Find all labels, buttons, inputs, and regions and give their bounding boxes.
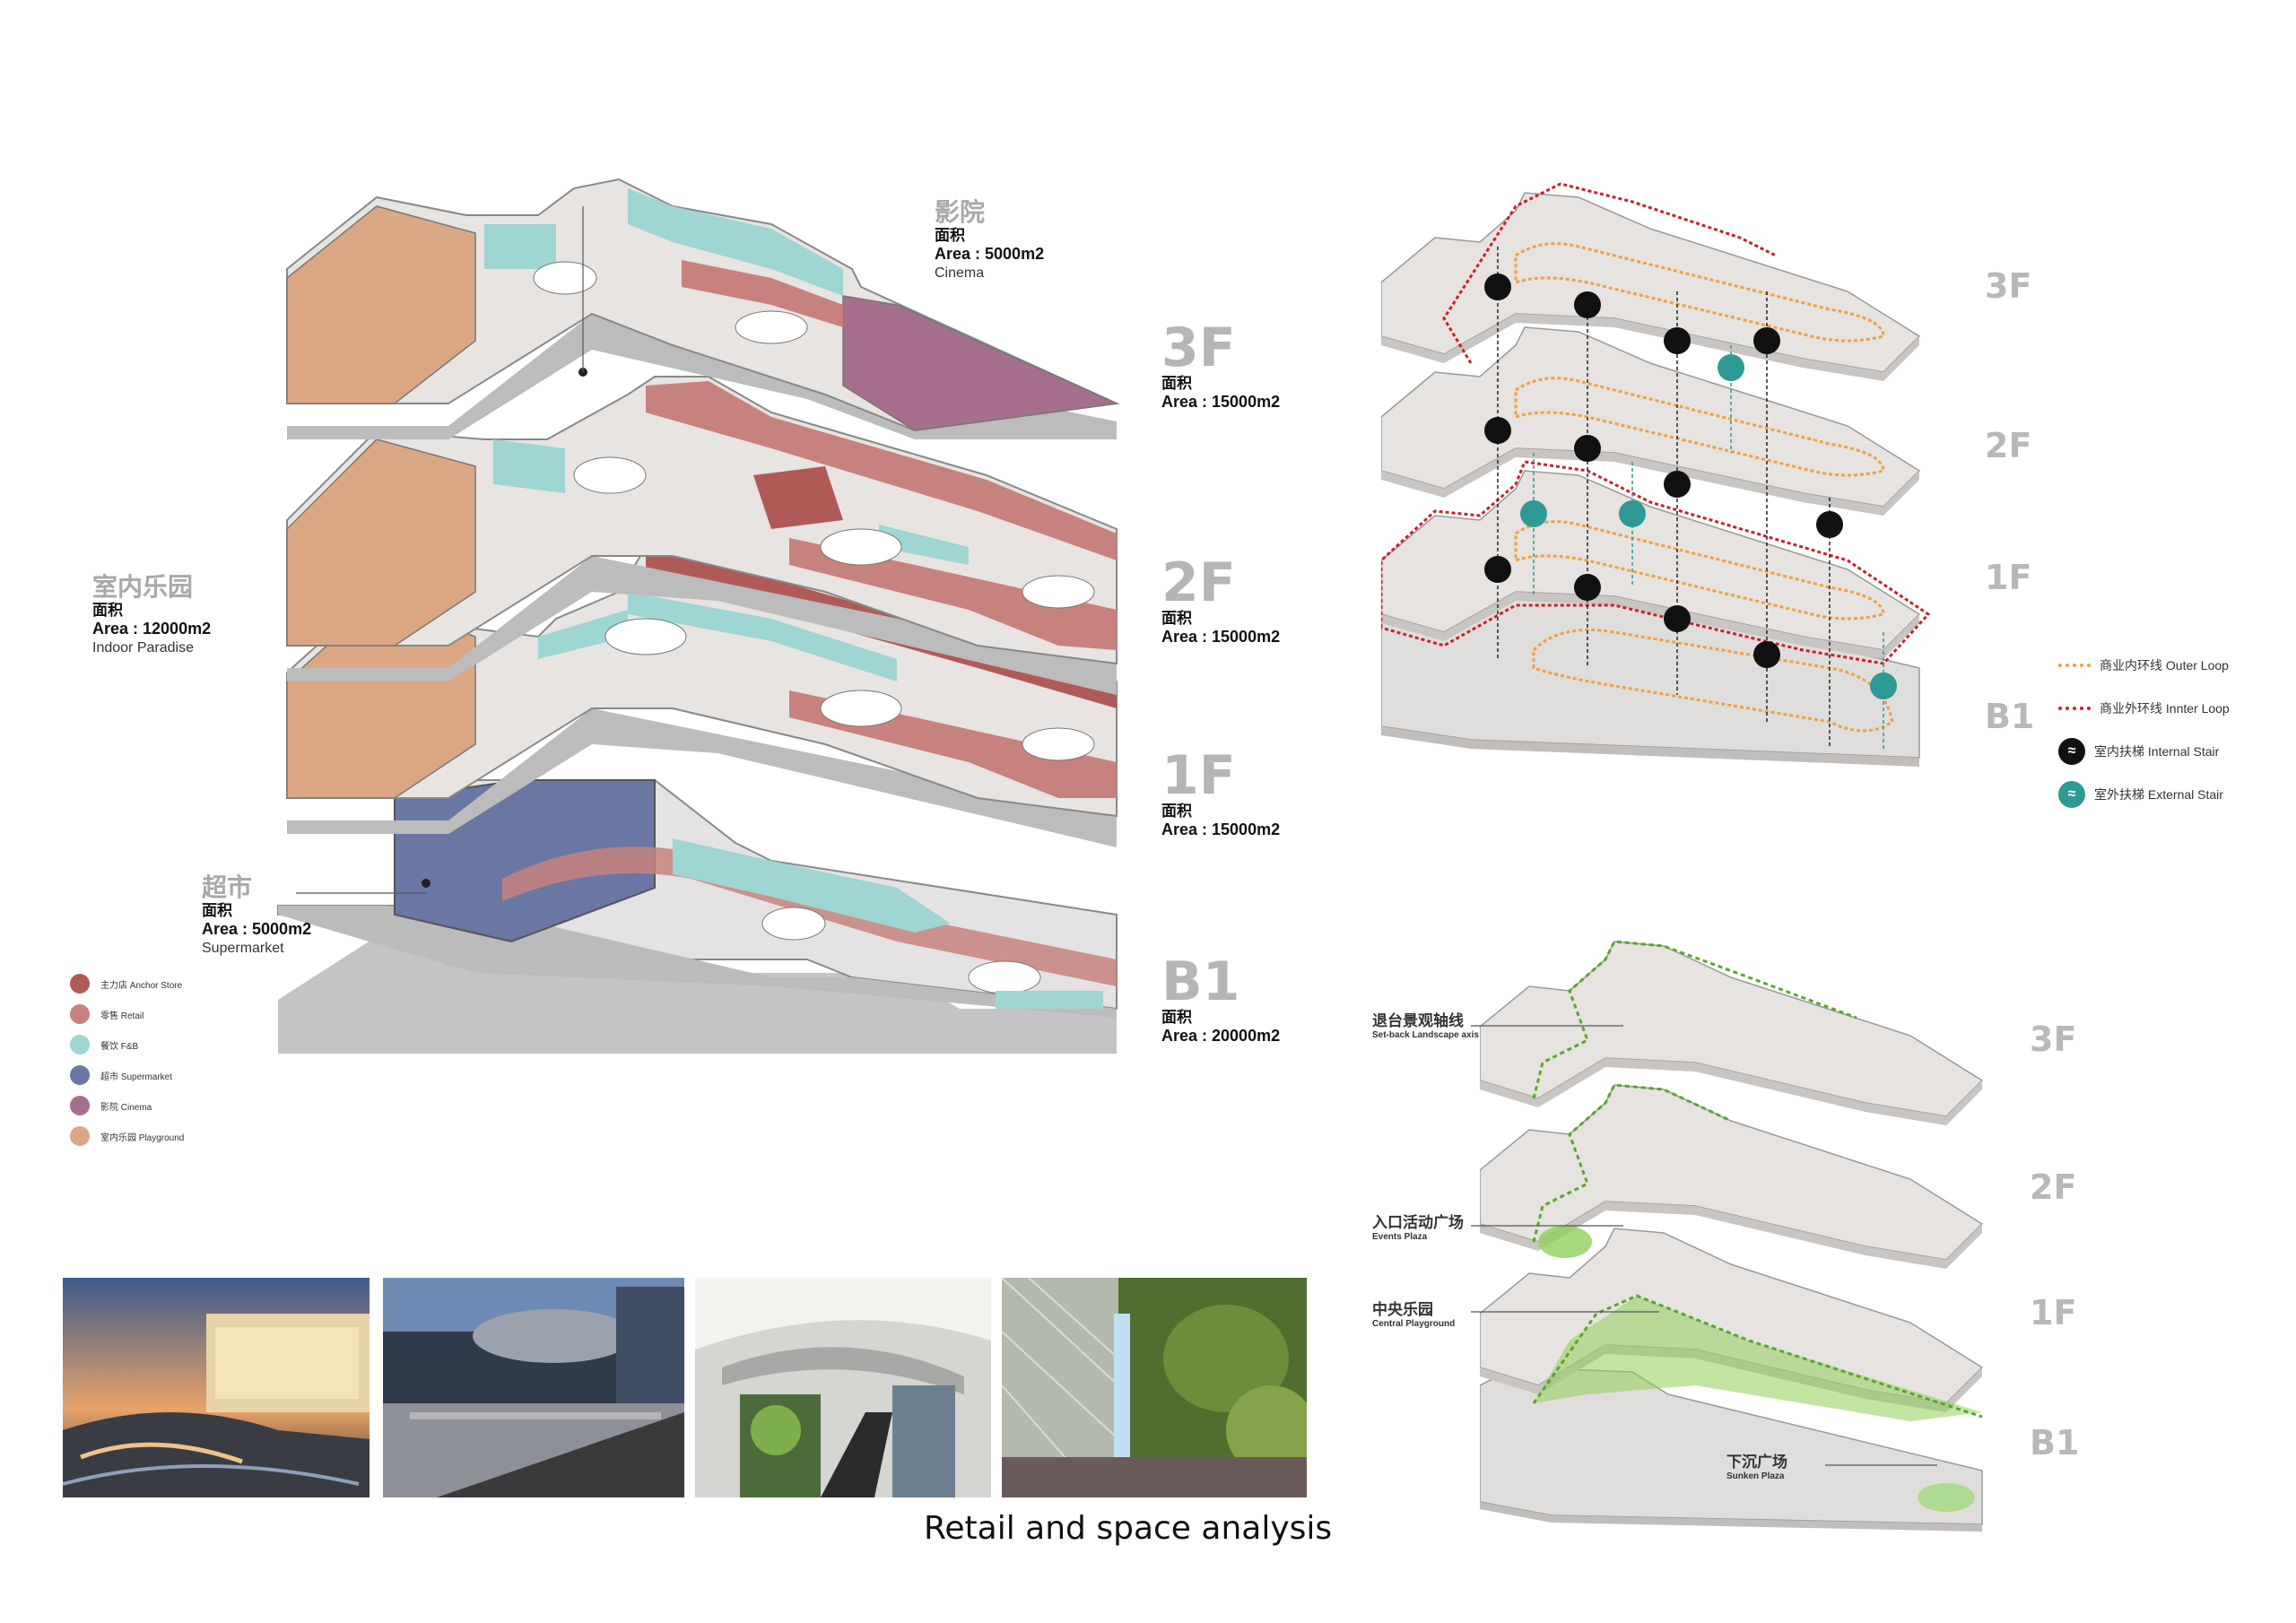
circ-3f-plan: [1381, 182, 1920, 382]
supermarket-swatch: [70, 1065, 90, 1085]
inner-loop-swatch: [2058, 707, 2091, 710]
photo-plaza-steps: [383, 1278, 684, 1497]
legend-item: 影院 Cinema: [70, 1090, 184, 1121]
legend-item: 室内乐园 Playground: [70, 1121, 184, 1151]
legend-item: 商业外环线 Innter Loop: [2058, 687, 2230, 730]
paradise-label: 室内乐园 面积 Area : 12000m2 Indoor Paradise: [92, 573, 212, 655]
playground-swatch: [70, 1126, 90, 1146]
legend-item: 超市 Supermarket: [70, 1060, 184, 1090]
legend-item: ≈室内扶梯 Internal Stair: [2058, 730, 2230, 773]
outer-loop-swatch: [2058, 664, 2091, 667]
legend-item: 商业内环线 Outer Loop: [2058, 644, 2230, 687]
anchor-swatch: [70, 974, 90, 994]
landscape-diagram: [1480, 940, 1983, 1532]
cinema-swatch: [70, 1096, 90, 1115]
program-stack-diagram: [277, 178, 1120, 1054]
legend-item: 餐饮 F&B: [70, 1029, 184, 1060]
photo-green-wall: [1002, 1278, 1307, 1497]
land-1f-plan: [1480, 1228, 1983, 1421]
land-3f-plan: [1480, 940, 1983, 1126]
page-caption: Retail and space analysis: [924, 1510, 1333, 1547]
internal-stair-markers: [1484, 273, 1843, 668]
left-b1-label: B1 面积 Area : 20000m2: [1161, 950, 1281, 1046]
circ-1f-plan: [1381, 460, 1931, 665]
photo-night-terrace: [63, 1278, 370, 1497]
3f-floor-plan: [286, 178, 1120, 439]
circ-3f-label: 3F: [1985, 266, 2032, 306]
legend-item: ≈室外扶梯 External Stair: [2058, 773, 2230, 816]
circ-2f-plan: [1381, 326, 1920, 516]
land-b1-label: B1: [2030, 1423, 2080, 1462]
external-stair-markers: [1520, 354, 1897, 699]
circulation-diagram: [1381, 182, 1931, 767]
landscape-leader-lines: [1471, 1025, 1937, 1466]
internal-stair-icon: ≈: [2058, 738, 2085, 765]
circ-b1-label: B1: [1985, 697, 2035, 736]
photo-atrium-interior: [695, 1278, 991, 1497]
2f-floor-plan: [286, 376, 1118, 695]
external-stair-icon: ≈: [2058, 781, 2085, 808]
program-legend: 主力店 Anchor Store 零售 Retail 餐饮 F&B 超市 Sup…: [70, 968, 184, 1151]
sunken-plaza-label: 下沉广场 Sunken Plaza: [1726, 1454, 1787, 1481]
supermarket-label: 超市 面积 Area : 5000m2 Supermarket: [202, 873, 312, 956]
land-2f-plan: [1480, 1083, 1983, 1270]
events-plaza-label: 入口活动广场 Events Plaza: [1372, 1214, 1464, 1242]
left-1f-label: 1F 面积 Area : 15000m2: [1161, 744, 1281, 839]
supermarket-leader: [296, 892, 426, 894]
left-2f-label: 2F 面积 Area : 15000m2: [1161, 551, 1281, 647]
legend-item: 主力店 Anchor Store: [70, 968, 184, 999]
fnb-swatch: [70, 1035, 90, 1055]
central-playground-label: 中央乐园 Central Playground: [1372, 1301, 1456, 1329]
land-3f-label: 3F: [2030, 1020, 2077, 1059]
setback-axis-label: 退台景观轴线 Set-back Landscape axis: [1372, 1012, 1479, 1040]
circ-1f-label: 1F: [1985, 558, 2032, 597]
circ-2f-label: 2F: [1985, 426, 2032, 465]
cinema-label: 影院 面积 Area : 5000m2 Cinema: [935, 198, 1045, 281]
legend-item: 零售 Retail: [70, 999, 184, 1029]
land-2f-label: 2F: [2030, 1167, 2077, 1207]
left-3f-label: 3F 面积 Area : 15000m2: [1161, 317, 1281, 412]
circulation-legend: 商业内环线 Outer Loop 商业外环线 Innter Loop ≈室内扶梯…: [2058, 644, 2230, 816]
retail-swatch: [70, 1004, 90, 1024]
land-1f-label: 1F: [2030, 1293, 2077, 1332]
b1-floor-plan: [277, 779, 1118, 1054]
